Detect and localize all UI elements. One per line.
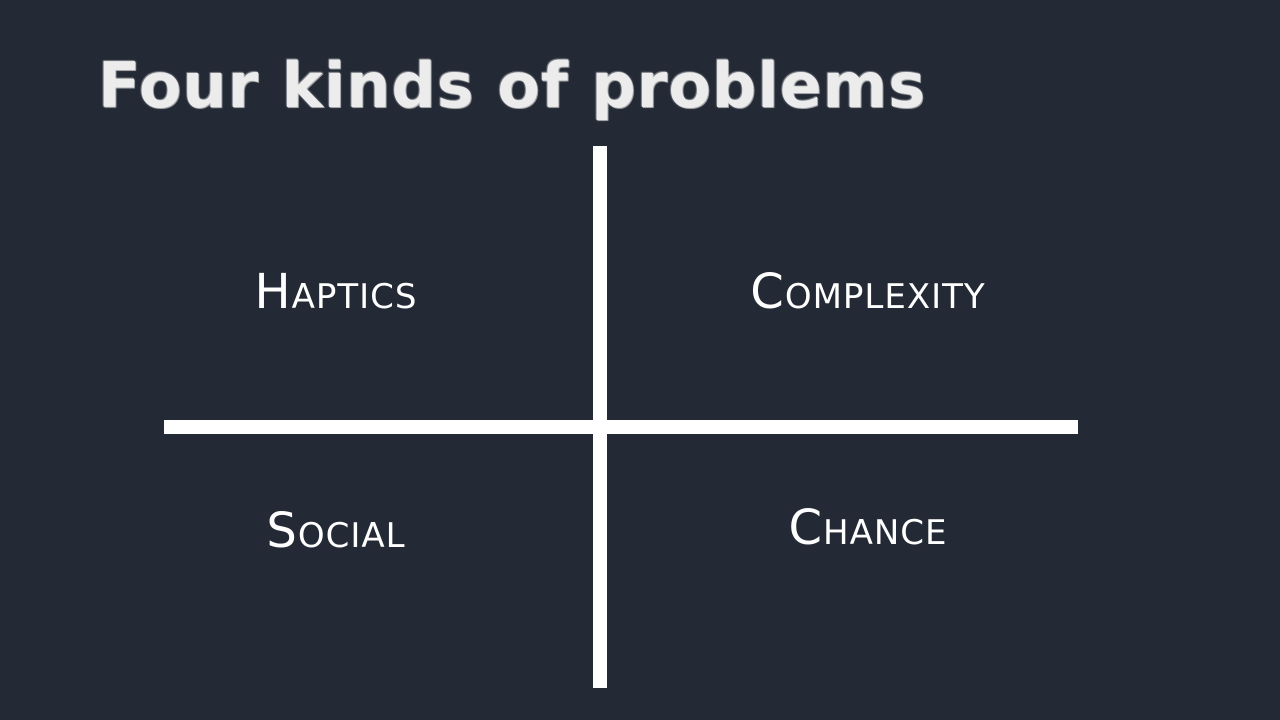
quadrant-label-chance: Chance bbox=[788, 500, 948, 556]
slide-title: Four kinds of problems bbox=[98, 49, 927, 122]
horizontal-axis-line bbox=[164, 420, 1078, 434]
quadrant-label-haptics: Haptics bbox=[254, 264, 418, 320]
quadrant-label-complexity: Complexity bbox=[750, 264, 986, 320]
vertical-axis-line bbox=[593, 146, 607, 688]
quadrant-label-social: Social bbox=[266, 503, 406, 559]
